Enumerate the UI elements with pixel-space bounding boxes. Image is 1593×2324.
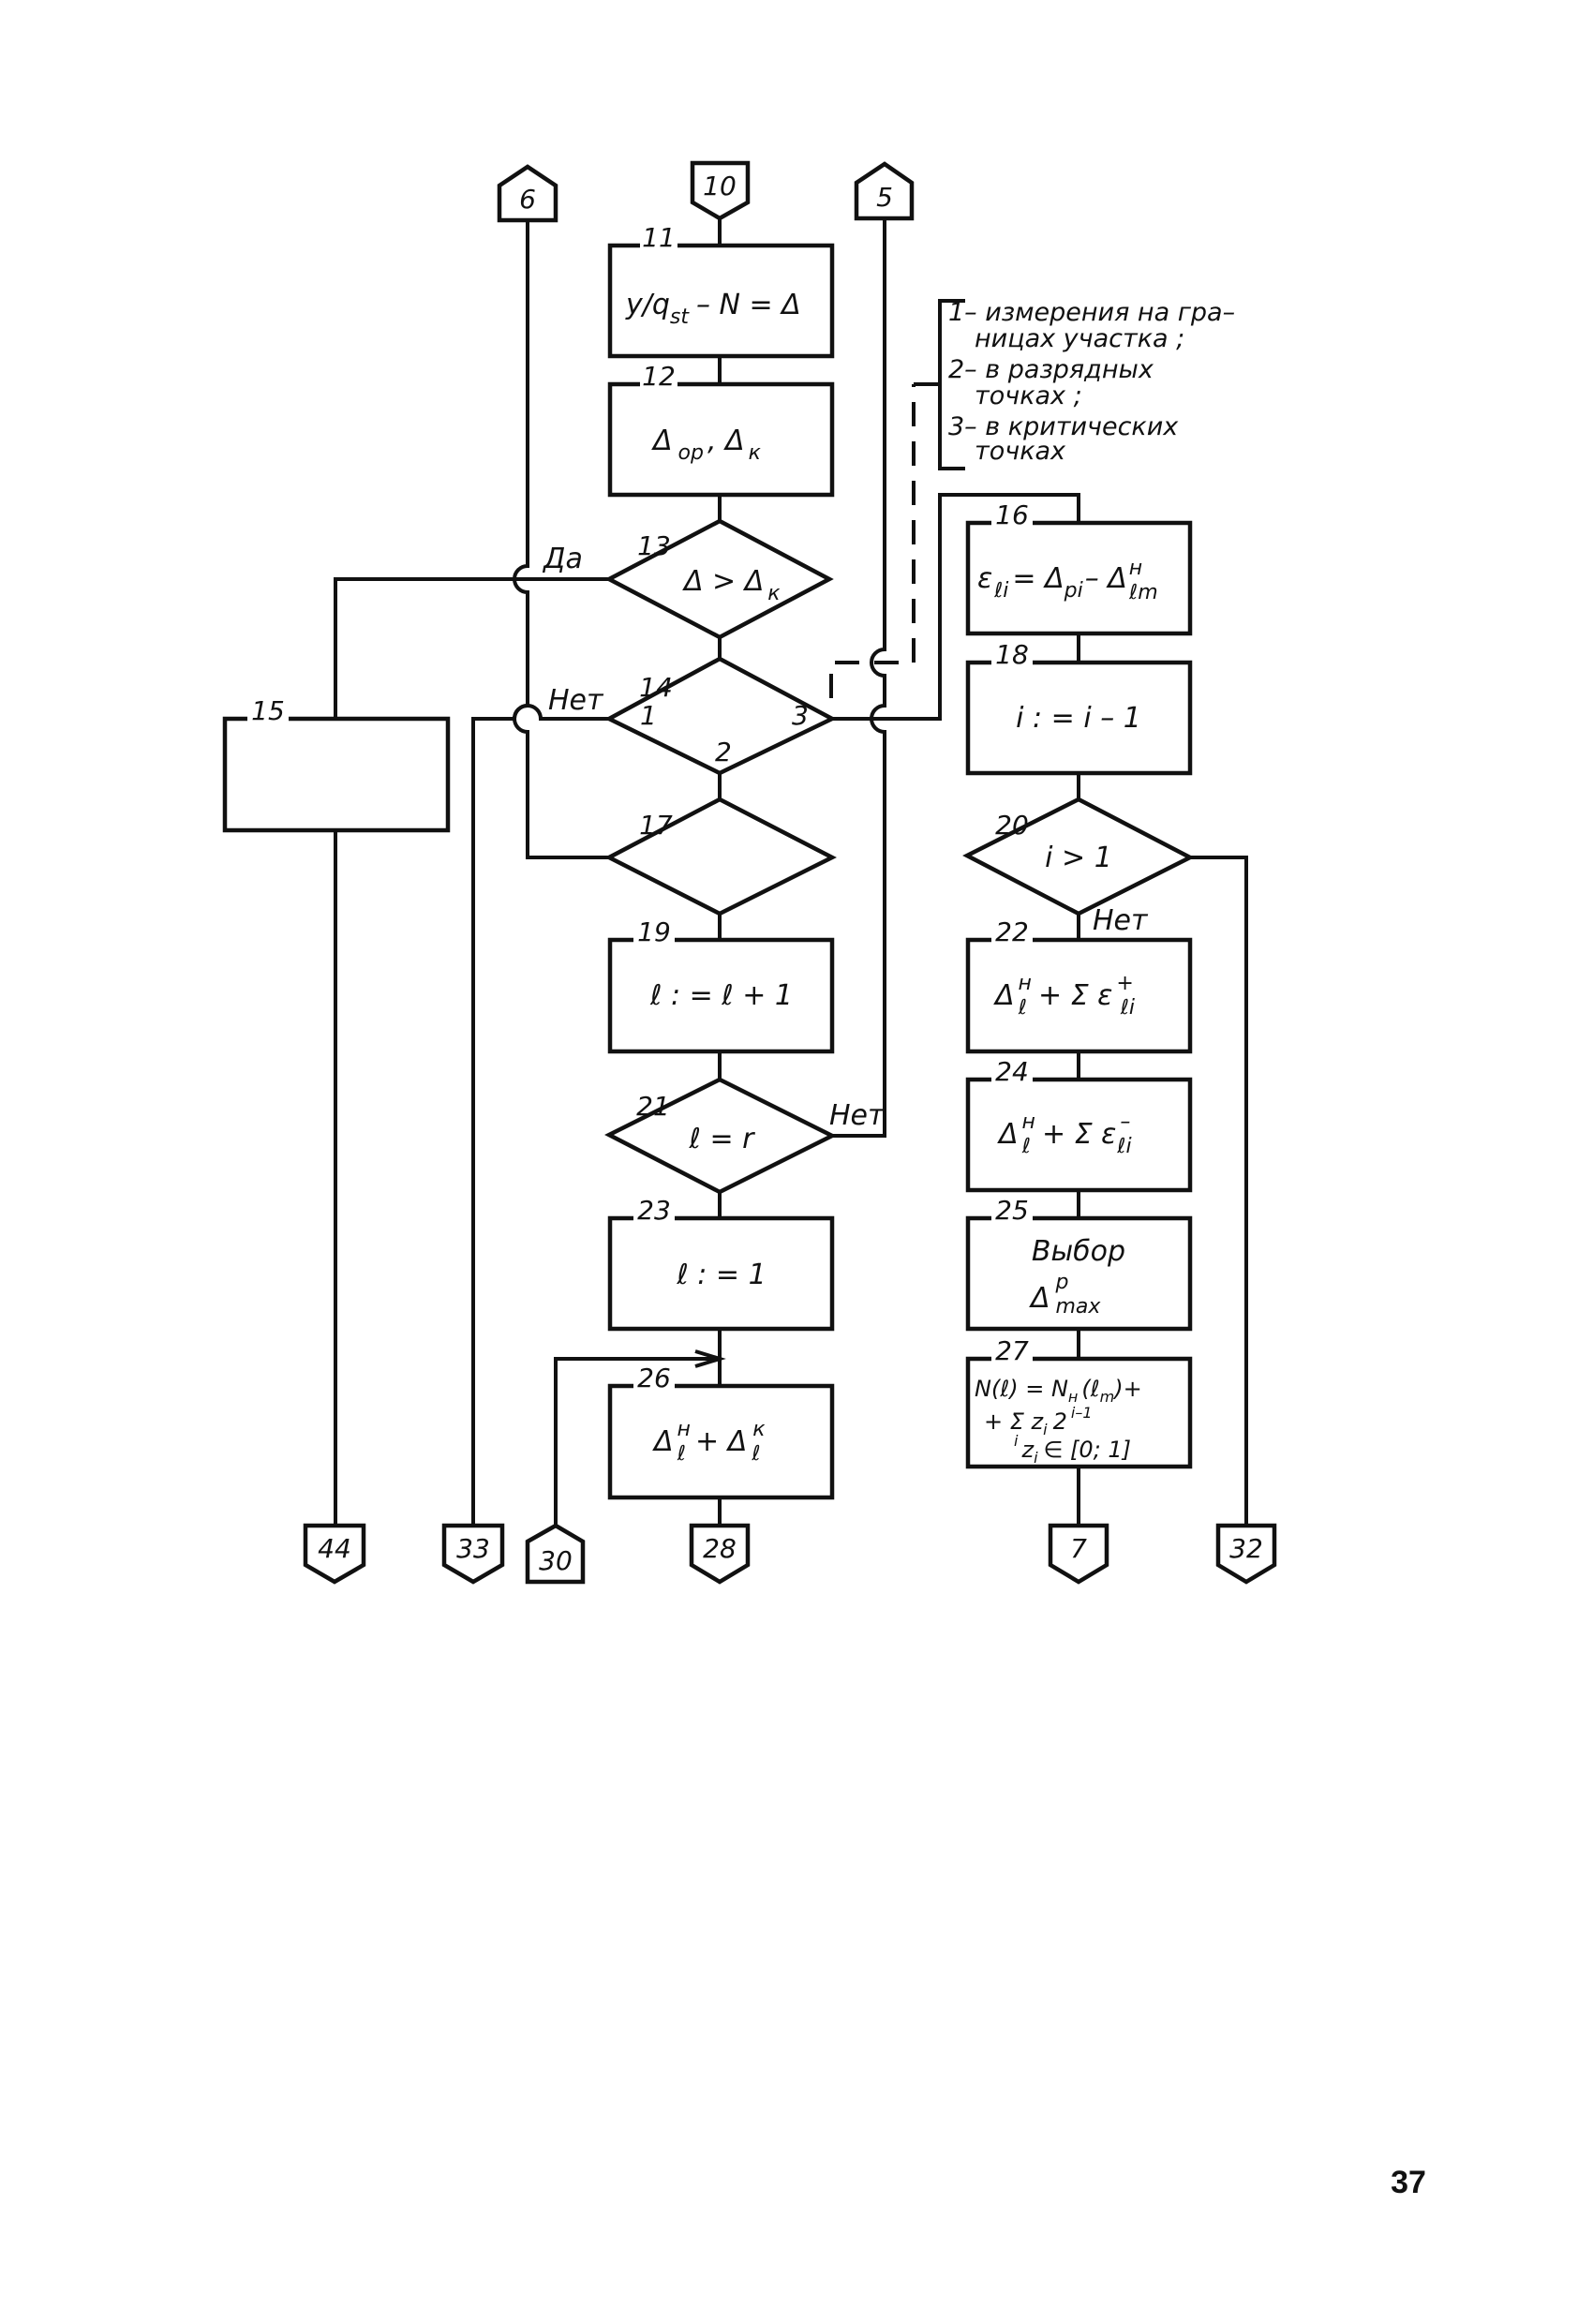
annotation-dashed-link	[829, 384, 916, 698]
note-line-1: 1– измерения на гра–	[948, 298, 1235, 327]
connector-10: 10	[690, 160, 751, 221]
label-no-14: Нет	[548, 684, 604, 717]
block-23: 23 ℓ : = 1	[607, 1195, 835, 1332]
block-24-number: 24	[995, 1056, 1029, 1087]
connector-32-label: 32	[1229, 1533, 1263, 1564]
decision-17: 17	[604, 797, 837, 916]
note-line-3: 2– в разрядных	[948, 355, 1154, 384]
block-18-formula: i : = i – 1	[1016, 702, 1141, 735]
connector-44: 44	[303, 1523, 366, 1585]
decision-14-output-1: 1	[640, 700, 657, 731]
annotation-bracket	[938, 299, 965, 470]
decision-20-number: 20	[995, 810, 1029, 841]
connector-32: 32	[1215, 1523, 1277, 1585]
decision-21-condition: ℓ = r	[689, 1123, 756, 1155]
edge-21-no-5	[832, 218, 886, 1138]
edge-13-yes-15	[334, 577, 609, 719]
block-15-number: 15	[251, 695, 285, 726]
note-line-4: точках ;	[975, 381, 1082, 410]
connector-28: 28	[689, 1523, 751, 1585]
block-25-line1: Выбор	[1032, 1235, 1125, 1268]
block-22-number: 22	[995, 916, 1029, 947]
decision-14-number: 14	[639, 672, 673, 703]
connector-6-label: 6	[519, 184, 536, 215]
decision-14-output-2: 2	[715, 737, 732, 767]
decision-21: 21 ℓ = r	[604, 1077, 838, 1195]
block-11-number: 11	[642, 222, 676, 253]
block-27-number: 27	[995, 1335, 1029, 1366]
note-line-2: ницах участка ;	[975, 324, 1184, 353]
page-number: 37	[1391, 2165, 1426, 2200]
block-25-number: 25	[995, 1195, 1029, 1226]
block-18-number: 18	[995, 639, 1029, 670]
block-12-number: 12	[642, 361, 676, 392]
edge-30-26	[554, 1357, 720, 1526]
block-26-number: 26	[637, 1363, 671, 1393]
edge-14-no-33	[471, 704, 609, 1526]
label-yes-13: Да	[542, 543, 583, 575]
connector-10-label: 10	[703, 171, 737, 201]
note-line-6: точках	[975, 437, 1066, 466]
block-18: 18 i : = i – 1	[965, 639, 1193, 776]
connector-30-label: 30	[539, 1545, 573, 1576]
block-11-formula: y/qst– N = Δ	[625, 289, 801, 329]
block-11: 11 y/qst– N = Δ	[607, 222, 835, 359]
label-no-21: Нет	[829, 1099, 886, 1132]
label-no-20: Нет	[1093, 904, 1149, 937]
block-16-number: 16	[995, 499, 1029, 530]
connector-6: 6	[497, 164, 558, 223]
edge-14-out3-16	[832, 493, 1080, 721]
block-19: 19 ℓ : = ℓ + 1	[607, 916, 835, 1054]
connector-33-label: 33	[456, 1533, 490, 1564]
edge-20-yes-32	[1190, 856, 1248, 1526]
block-23-number: 23	[637, 1195, 671, 1226]
annotation-note: 1– измерения на гра– ницах участка ; 2– …	[948, 298, 1235, 466]
decision-20-condition: i > 1	[1045, 842, 1112, 874]
block-15: 15	[222, 695, 451, 833]
connector-28-label: 28	[703, 1533, 737, 1564]
decision-14-output-3: 3	[792, 700, 809, 731]
decision-20: 20 i > 1	[962, 797, 1195, 916]
decision-13-number: 13	[637, 530, 671, 561]
connector-30: 30	[525, 1523, 586, 1585]
block-23-formula: ℓ : = 1	[676, 1259, 766, 1291]
decision-14: 14 1 2 3	[604, 656, 837, 776]
connector-5: 5	[854, 161, 915, 221]
connector-5-label: 5	[876, 182, 893, 213]
connector-7: 7	[1048, 1523, 1109, 1585]
connector-33: 33	[441, 1523, 505, 1585]
connector-44-label: 44	[318, 1533, 351, 1564]
decision-17-number: 17	[639, 810, 673, 841]
decision-21-number: 21	[636, 1091, 670, 1122]
edge-6-17	[513, 220, 609, 859]
block-19-formula: ℓ : = ℓ + 1	[649, 979, 793, 1012]
arrow-head-icon	[694, 1349, 726, 1368]
block-27-line1: N(ℓ) = Nн(ℓm)+	[975, 1376, 1142, 1406]
block-19-number: 19	[637, 916, 671, 947]
connector-7-label: 7	[1070, 1533, 1087, 1564]
note-line-5: 3– в критических	[948, 412, 1179, 441]
